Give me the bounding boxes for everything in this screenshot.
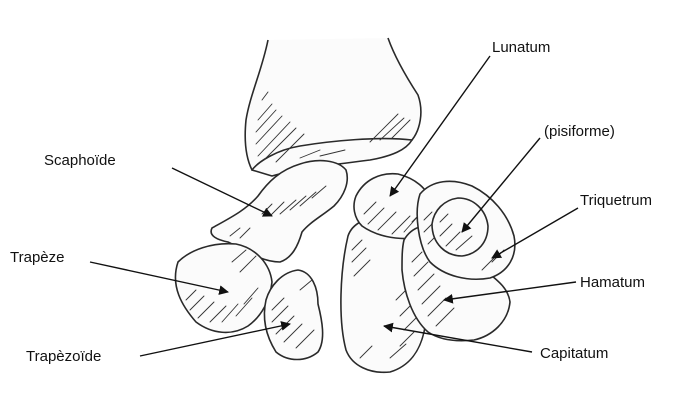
label-trapezoide: Trapèzoïde [26,348,101,365]
label-scaphoide: Scaphoïde [44,152,116,169]
radius-bone [245,38,421,176]
trapeze-bone [175,244,272,333]
leader-scaphoide [172,168,272,216]
label-triquetrum: Triquetrum [580,192,652,209]
pisiforme-bone [432,198,488,256]
label-lunatum: Lunatum [492,39,550,56]
label-pisiforme: (pisiforme) [544,123,615,140]
trapezoide-bone [264,270,322,360]
label-hamatum: Hamatum [580,274,645,291]
label-capitatum: Capitatum [540,345,608,362]
label-trapeze: Trapèze [10,249,64,266]
